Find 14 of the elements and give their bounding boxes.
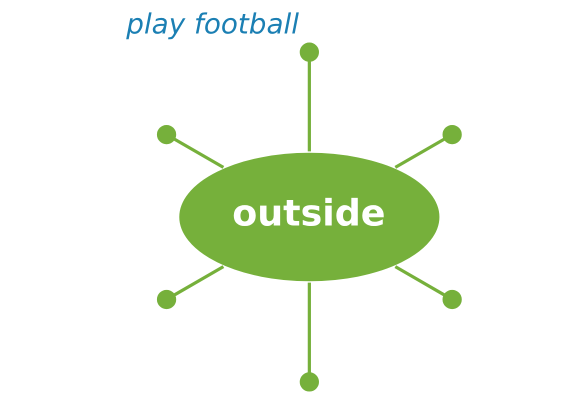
connector xyxy=(394,137,446,169)
connector xyxy=(173,137,224,169)
node-ellipse: outside xyxy=(177,150,442,284)
node-label: play football xyxy=(126,8,299,41)
node-circle xyxy=(156,290,176,310)
connector xyxy=(308,61,311,152)
node-circle xyxy=(442,124,462,144)
connector xyxy=(308,282,311,373)
node-circle xyxy=(300,42,319,62)
connector xyxy=(394,265,446,297)
node-circle xyxy=(442,290,462,310)
connector xyxy=(173,265,224,297)
node-circle xyxy=(300,372,319,392)
node-circle xyxy=(156,124,176,144)
